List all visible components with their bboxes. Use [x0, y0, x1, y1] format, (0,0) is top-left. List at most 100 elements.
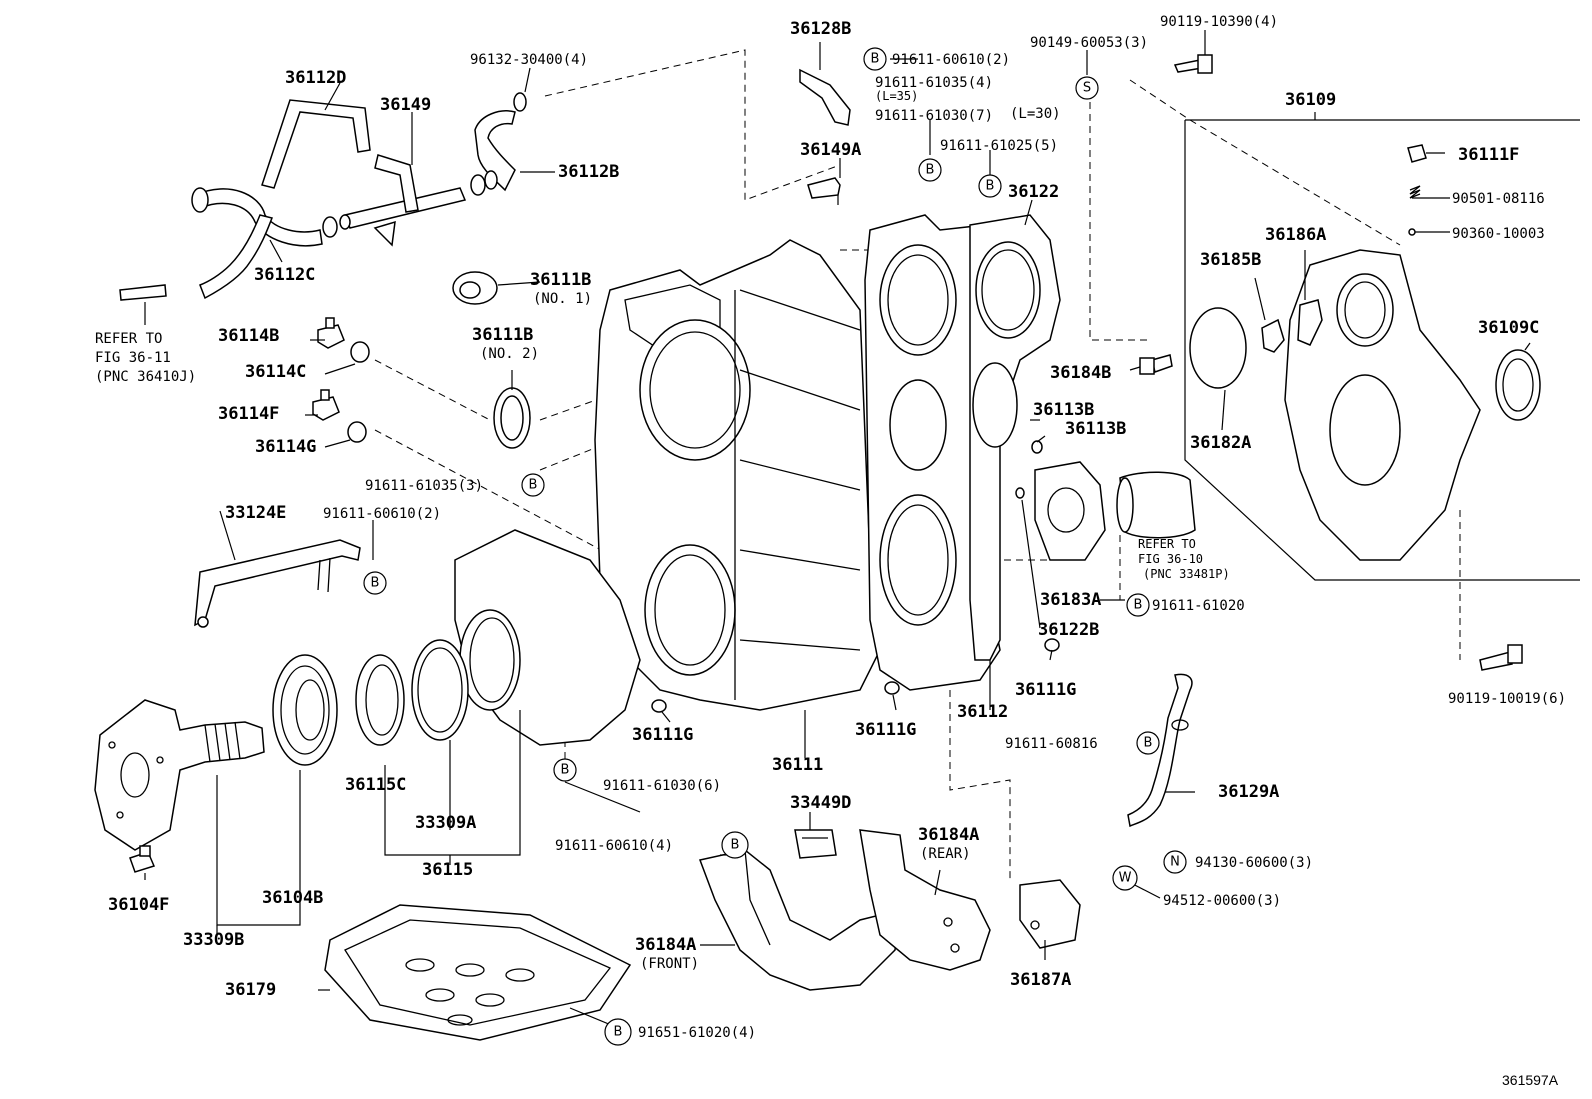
hose-36112C[interactable] [191, 187, 338, 300]
label-36183A[interactable]: 36183A [1040, 590, 1101, 610]
cover-36109[interactable] [1284, 249, 1481, 561]
label-90149-60053[interactable]: 90149-60053(3) [1030, 35, 1148, 51]
label-36114C[interactable]: 36114C [245, 362, 306, 382]
seal-36109C[interactable] [1495, 349, 1541, 421]
vent-36149A[interactable] [807, 177, 841, 205]
label-36115[interactable]: 36115 [422, 860, 473, 880]
label-36187A[interactable]: 36187A [1010, 970, 1071, 990]
label-91611-61030-7[interactable]: 91611-61030(7) [875, 108, 993, 124]
label-36129A[interactable]: 36129A [1218, 782, 1279, 802]
label-36114F[interactable]: 36114F [218, 404, 279, 424]
gasket-36122[interactable] [969, 214, 1061, 661]
label-36179[interactable]: 36179 [225, 980, 276, 1000]
label-90119-10019[interactable]: 90119-10019(6) [1448, 691, 1566, 707]
seal-36104B[interactable] [272, 654, 338, 766]
transfer-case-36111[interactable] [594, 239, 881, 711]
label-36111[interactable]: 36111 [772, 755, 823, 775]
label-36109[interactable]: 36109 [1285, 90, 1336, 110]
label-33309B[interactable]: 33309B [183, 930, 244, 950]
label-90501-08116[interactable]: 90501-08116 [1452, 191, 1545, 207]
pin-36111G-right[interactable] [1044, 638, 1060, 652]
label-36112[interactable]: 36112 [957, 702, 1008, 722]
label-33449D[interactable]: 33449D [790, 793, 851, 813]
bolt-36104F[interactable] [129, 845, 156, 873]
label-36111G-left[interactable]: 36111G [632, 725, 693, 745]
gasket-36114G[interactable] [347, 421, 367, 443]
label-91651-61020[interactable]: 91651-61020(4) [638, 1025, 756, 1041]
output-shaft-33309B[interactable] [94, 699, 265, 851]
bracket-36128B[interactable] [799, 68, 851, 126]
label-91611-61020[interactable]: 91611-61020 [1152, 598, 1245, 614]
tube-36129A[interactable] [1127, 673, 1193, 828]
pin-36122B[interactable] [1015, 487, 1025, 499]
label-36109C[interactable]: 36109C [1478, 318, 1539, 338]
label-36111B-no2[interactable]: 36111B [472, 325, 533, 345]
label-36104B[interactable]: 36104B [262, 888, 323, 908]
label-36149[interactable]: 36149 [380, 95, 431, 115]
label-36111G-mid[interactable]: 36111G [855, 720, 916, 740]
label-94512-00600[interactable]: 94512-00600(3) [1163, 893, 1281, 909]
hose-refer-36410J[interactable] [119, 284, 167, 301]
bolt-36184B[interactable] [1139, 354, 1173, 375]
plug-36114B[interactable] [317, 317, 345, 349]
label-36182A[interactable]: 36182A [1190, 433, 1251, 453]
label-91611-61035-4[interactable]: 91611-61035(4) [875, 75, 993, 91]
label-36113B-a[interactable]: 36113B [1033, 400, 1094, 420]
label-94130-60600[interactable]: 94130-60600(3) [1195, 855, 1313, 871]
label-91611-61035-3[interactable]: 91611-61035(3) [365, 478, 483, 494]
pipe-36149[interactable] [339, 154, 467, 247]
label-36184B[interactable]: 36184B [1050, 363, 1111, 383]
label-91611-60816[interactable]: 91611-60816 [1005, 736, 1098, 752]
label-36112B[interactable]: 36112B [558, 162, 619, 182]
label-36112C[interactable]: 36112C [254, 265, 315, 285]
label-36128B[interactable]: 36128B [790, 19, 851, 39]
bolt-90119-10019[interactable] [1479, 644, 1523, 671]
seal-36111B-no2[interactable] [493, 387, 531, 449]
label-91611-61030-6[interactable]: 91611-61030(6) [603, 778, 721, 794]
label-36186A[interactable]: 36186A [1265, 225, 1326, 245]
label-36149A[interactable]: 36149A [800, 140, 861, 160]
label-36115C[interactable]: 36115C [345, 775, 406, 795]
lever-33124E[interactable] [194, 539, 361, 628]
label-33124E[interactable]: 33124E [225, 503, 286, 523]
label-96132-30400[interactable]: 96132-30400(4) [470, 52, 588, 68]
pin-36111G-mid[interactable] [884, 681, 900, 695]
plate-36112[interactable] [864, 214, 1001, 691]
label-36185B[interactable]: 36185B [1200, 250, 1261, 270]
bearing-36111B-no1[interactable] [452, 271, 498, 305]
bolt-90119-10390[interactable] [1173, 54, 1213, 74]
label-36104F[interactable]: 36104F [108, 895, 169, 915]
label-90360-10003[interactable]: 90360-10003 [1452, 226, 1545, 242]
gear-36185B[interactable] [1261, 318, 1285, 353]
skid-plate-36179[interactable] [324, 904, 632, 1041]
pin-36113B[interactable] [1031, 440, 1043, 454]
pump-36183A[interactable] [1034, 461, 1106, 561]
label-36112D[interactable]: 36112D [285, 68, 346, 88]
label-36114G[interactable]: 36114G [255, 437, 316, 457]
plug-36111F[interactable] [1407, 144, 1445, 163]
unit-refer-33481P[interactable] [1116, 471, 1196, 539]
sensor-36186A[interactable] [1297, 299, 1323, 346]
hose-36112B[interactable] [470, 92, 527, 196]
cover-36182A[interactable] [1189, 307, 1247, 389]
ring-33309A[interactable] [411, 639, 469, 741]
plug-36114F[interactable] [312, 389, 340, 421]
hose-36112D[interactable] [261, 99, 371, 189]
label-91611-61025-5[interactable]: 91611-61025(5) [940, 138, 1058, 154]
label-36114B[interactable]: 36114B [218, 326, 279, 346]
label-91611-60610-4[interactable]: 91611-60610(4) [555, 838, 673, 854]
label-36184A-front[interactable]: 36184A [635, 935, 696, 955]
label-36111G-right[interactable]: 36111G [1015, 680, 1076, 700]
spring-90501-08116[interactable] [1409, 185, 1421, 199]
label-36122[interactable]: 36122 [1008, 182, 1059, 202]
ball-90360-10003[interactable] [1408, 228, 1416, 236]
pin-36111G-left[interactable] [651, 699, 667, 713]
label-90119-10390[interactable]: 90119-10390(4) [1160, 14, 1278, 30]
gasket-36114C[interactable] [350, 341, 370, 363]
label-36111B-no1[interactable]: 36111B [530, 270, 591, 290]
guard-36184A-rear[interactable] [859, 829, 991, 971]
front-housing[interactable] [454, 529, 641, 746]
label-36113B-b[interactable]: 36113B [1065, 419, 1126, 439]
label-91611-60610-2b[interactable]: 91611-60610(2) [323, 506, 441, 522]
label-91611-60610-2[interactable]: 91611-60610(2) [892, 52, 1010, 68]
